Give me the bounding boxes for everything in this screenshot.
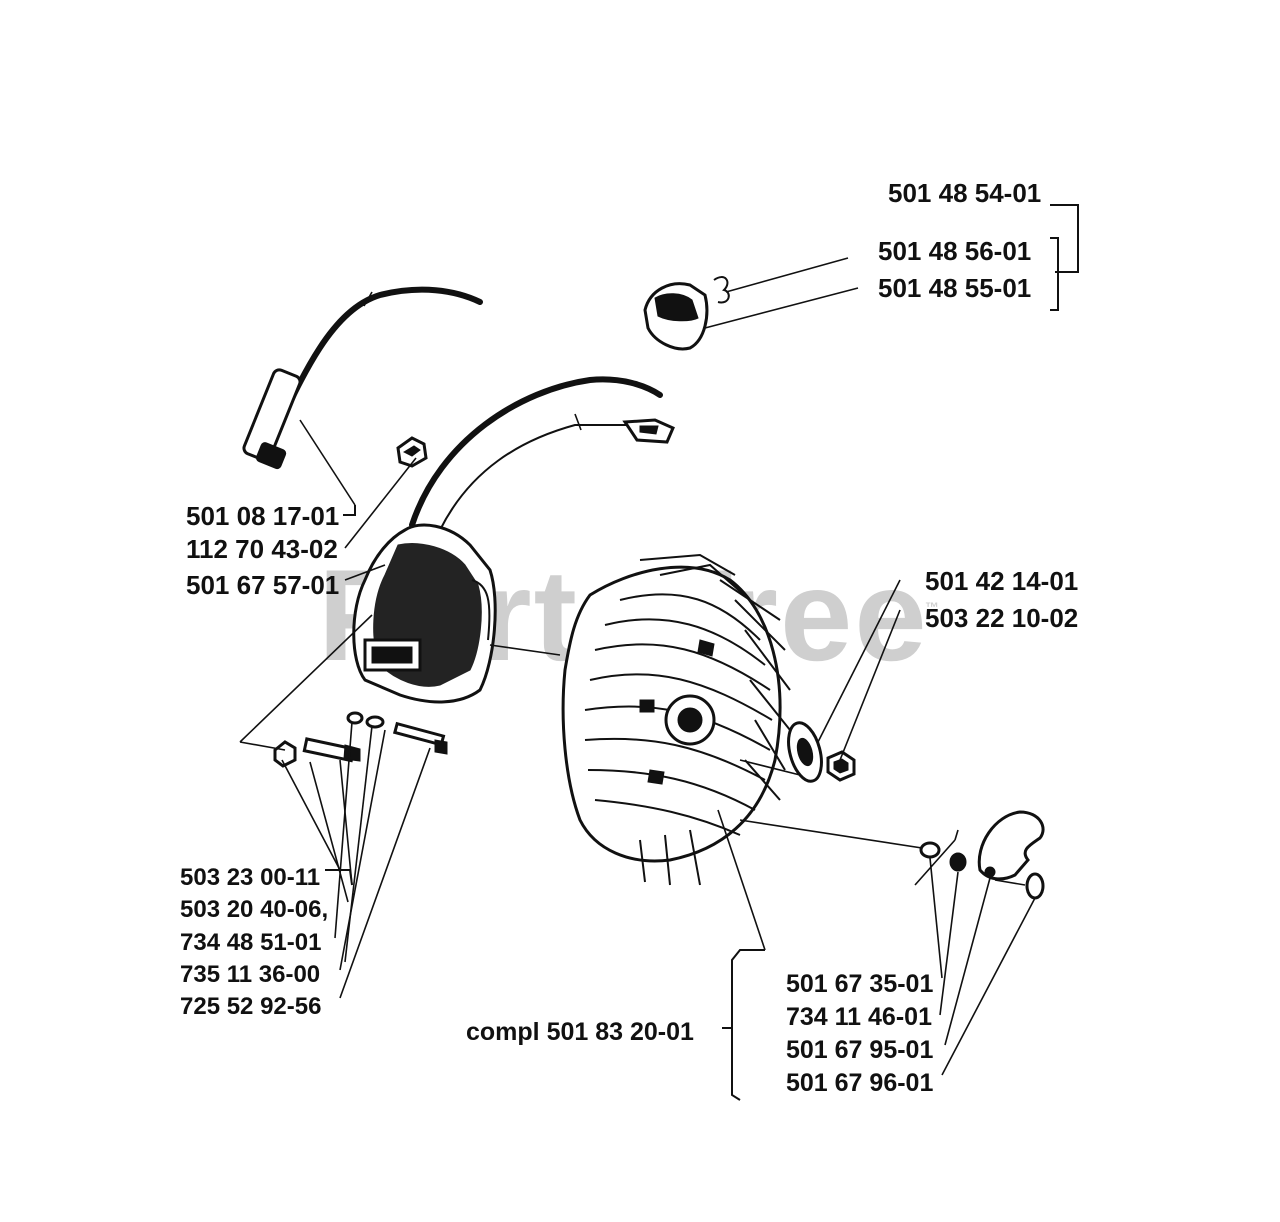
ignition-coil xyxy=(352,376,675,704)
label-725-52-92-56: 725 52 92-56 xyxy=(180,993,321,1020)
label-735-11-36-00: 735 11 36-00 xyxy=(180,961,320,988)
screw-set-left xyxy=(239,614,448,768)
label-503-23-00-11: 503 23 00-11 xyxy=(180,864,320,891)
label-734-48-51-01: 734 48 51-01 xyxy=(180,929,321,956)
label-112-70-43-02: 112 70 43-02 xyxy=(186,534,338,564)
label-501-48-54-01: 501 48 54-01 xyxy=(888,178,1041,208)
label-501-08-17-01: 501 08 17-01 xyxy=(186,501,339,531)
flywheel-washer-nut xyxy=(787,721,856,783)
ht-lead-wire xyxy=(242,286,483,470)
label-734-11-46-01: 734 11 46-01 xyxy=(786,1003,932,1031)
nut-icon xyxy=(396,436,428,468)
label-501-48-55-01: 501 48 55-01 xyxy=(878,273,1031,303)
label-501-67-35-01: 501 67 35-01 xyxy=(786,970,933,998)
label-503-22-10-02: 503 22 10-02 xyxy=(925,603,1078,633)
label-501-42-14-01: 501 42 14-01 xyxy=(925,566,1078,596)
label-compl-501-83-20-01: compl 501 83 20-01 xyxy=(466,1018,694,1046)
label-501-67-57-01: 501 67 57-01 xyxy=(186,570,339,600)
starter-pawl-assembly xyxy=(739,810,1045,900)
stop-switch xyxy=(643,276,730,351)
leader-lines xyxy=(281,204,1079,1101)
label-503-20-40-06: 503 20 40-06, xyxy=(180,896,328,923)
watermark-trademark: ™ xyxy=(925,599,939,615)
label-501-67-96-01: 501 67 96-01 xyxy=(786,1069,933,1097)
label-501-48-56-01: 501 48 56-01 xyxy=(878,236,1031,266)
flywheel xyxy=(561,553,801,886)
label-501-67-95-01: 501 67 95-01 xyxy=(786,1036,933,1064)
